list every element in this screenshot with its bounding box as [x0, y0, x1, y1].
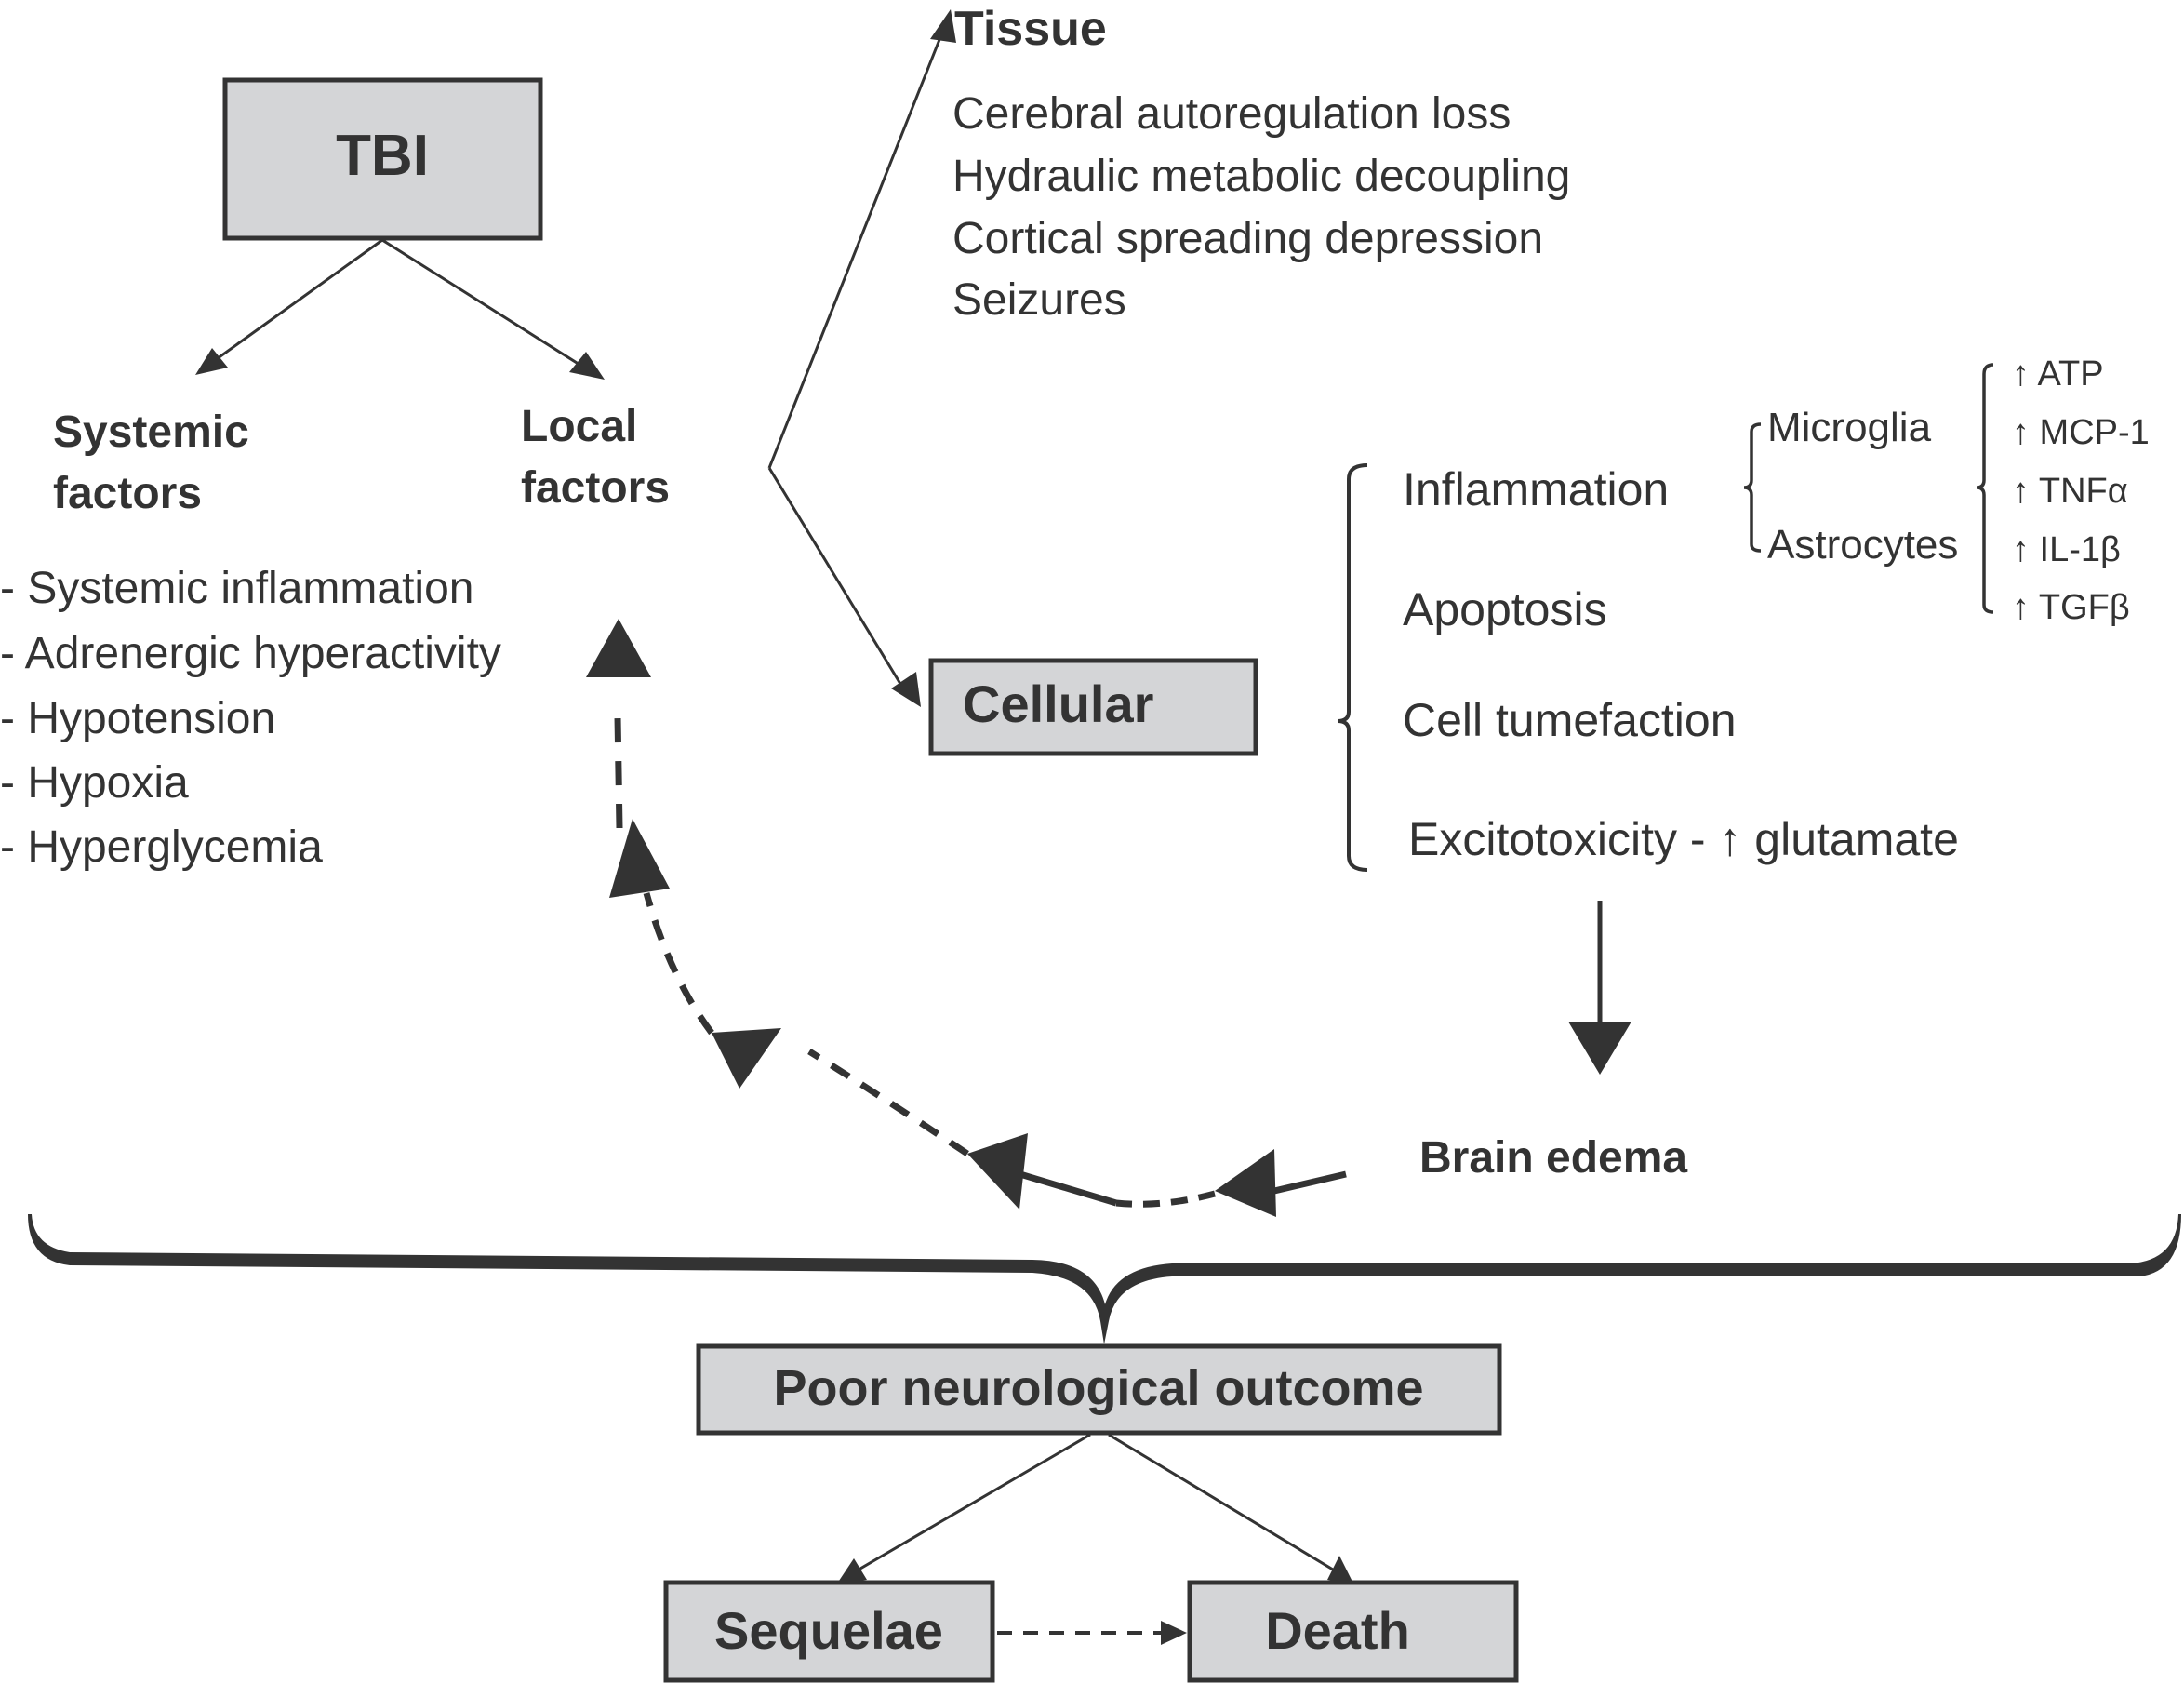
- loop-arrowhead: [712, 1028, 781, 1089]
- loop-arrowhead: [609, 819, 670, 898]
- arrow-local-to-tissue: [767, 27, 946, 469]
- loop-arrowhead: [1215, 1149, 1276, 1217]
- arrow-to-death: [1108, 1433, 1338, 1574]
- list-item: Cortical spreading depression: [952, 214, 1543, 263]
- loop-arrowhead: [586, 619, 651, 677]
- microglia-label: Microglia: [1767, 405, 1932, 450]
- systemic-factors-list: - Systemic inflammation - Adrenergic hyp…: [0, 564, 501, 872]
- list-item: Cerebral autoregulation loss: [952, 89, 1511, 139]
- arrowhead-tissue: [930, 9, 956, 43]
- arrow-tbi-to-systemic: [213, 238, 383, 363]
- list-item: - Hyperglycemia: [0, 822, 323, 872]
- loop-segment: [1115, 1190, 1216, 1208]
- arrowhead-brain-edema: [1568, 1022, 1631, 1075]
- arrowhead-cellular: [891, 672, 921, 707]
- death-box: [1187, 1580, 1519, 1683]
- list-item: Inflammation: [1403, 463, 1669, 515]
- glia-brace: [1743, 422, 1762, 553]
- death-label: Death: [1265, 1601, 1410, 1660]
- list-item: Cell tumefaction: [1403, 694, 1737, 746]
- list-item: ↑ TNFα: [2012, 472, 2128, 511]
- mediators-brace: [1976, 363, 1994, 614]
- list-item: - Hypoxia: [0, 758, 189, 808]
- outcome-brace: [28, 1214, 2181, 1344]
- poor-outcome-label: Poor neurological outcome: [773, 1360, 1423, 1416]
- arrowhead-systemic: [195, 348, 228, 375]
- tbi-node: TBI: [222, 77, 543, 241]
- arrowhead-death: [1327, 1556, 1353, 1584]
- tbi-label: TBI: [336, 124, 429, 188]
- list-item: - Adrenergic hyperactivity: [0, 629, 501, 678]
- feedback-loop: [586, 619, 1347, 1217]
- arrowhead-sequelae-death: [1161, 1621, 1187, 1645]
- cellular-label: Cellular: [963, 675, 1153, 733]
- poor-outcome-box: [696, 1343, 1502, 1436]
- brain-edema-label: Brain edema: [1419, 1133, 1687, 1183]
- sequelae-box: [663, 1580, 995, 1683]
- list-item: - Hypotension: [0, 694, 275, 743]
- arrowhead-sequelae: [837, 1558, 867, 1584]
- list-item: ↑ MCP-1: [2012, 413, 2150, 452]
- death-node: Death: [1187, 1580, 1519, 1683]
- list-item: Excitotoxicity - ↑ glutamate: [1408, 813, 1959, 865]
- cellular-node: Cellular: [928, 658, 1258, 756]
- cellular-box: [928, 658, 1258, 756]
- list-item: Apoptosis: [1403, 583, 1607, 635]
- poor-outcome-node: Poor neurological outcome: [696, 1343, 1502, 1436]
- list-item: ↑ TGFβ: [2012, 588, 2130, 627]
- loop-arrowhead: [967, 1133, 1028, 1210]
- list-item: ↑ ATP: [2012, 354, 2104, 394]
- arrow-local-to-cellular: [767, 467, 902, 685]
- sequelae-node: Sequelae: [663, 1580, 995, 1683]
- loop-segment: [643, 892, 714, 1036]
- arrow-tbi-to-local: [381, 238, 585, 369]
- tissue-label: Tissue: [954, 2, 1107, 56]
- list-item: Hydraulic metabolic decoupling: [952, 152, 1570, 201]
- loop-segment: [807, 1049, 969, 1156]
- loop-segment: [614, 715, 623, 829]
- sequelae-label: Sequelae: [714, 1601, 943, 1660]
- loop-segment: [1273, 1170, 1347, 1195]
- tissue-list: Cerebral autoregulation loss Hydraulic m…: [952, 89, 1570, 325]
- astrocytes-label: Astrocytes: [1767, 522, 1958, 568]
- list-item: ↑ IL-1β: [2012, 530, 2121, 569]
- systemic-factors-label: Systemic factors: [53, 408, 261, 518]
- list-item: - Systemic inflammation: [0, 564, 473, 613]
- local-factors-label: Local factors: [521, 402, 670, 513]
- arrowhead-local: [569, 352, 605, 380]
- loop-segment: [1012, 1169, 1118, 1207]
- arrow-to-sequelae: [853, 1433, 1091, 1574]
- cellular-brace: [1337, 463, 1368, 872]
- mediators-list: ↑ ATP ↑ MCP-1 ↑ TNFα ↑ IL-1β ↑ TGFβ: [2012, 354, 2150, 627]
- cellular-mechanisms-list: Inflammation Apoptosis Cell tumefaction …: [1403, 463, 1959, 865]
- tbi-box: [222, 77, 543, 241]
- list-item: Seizures: [952, 275, 1126, 325]
